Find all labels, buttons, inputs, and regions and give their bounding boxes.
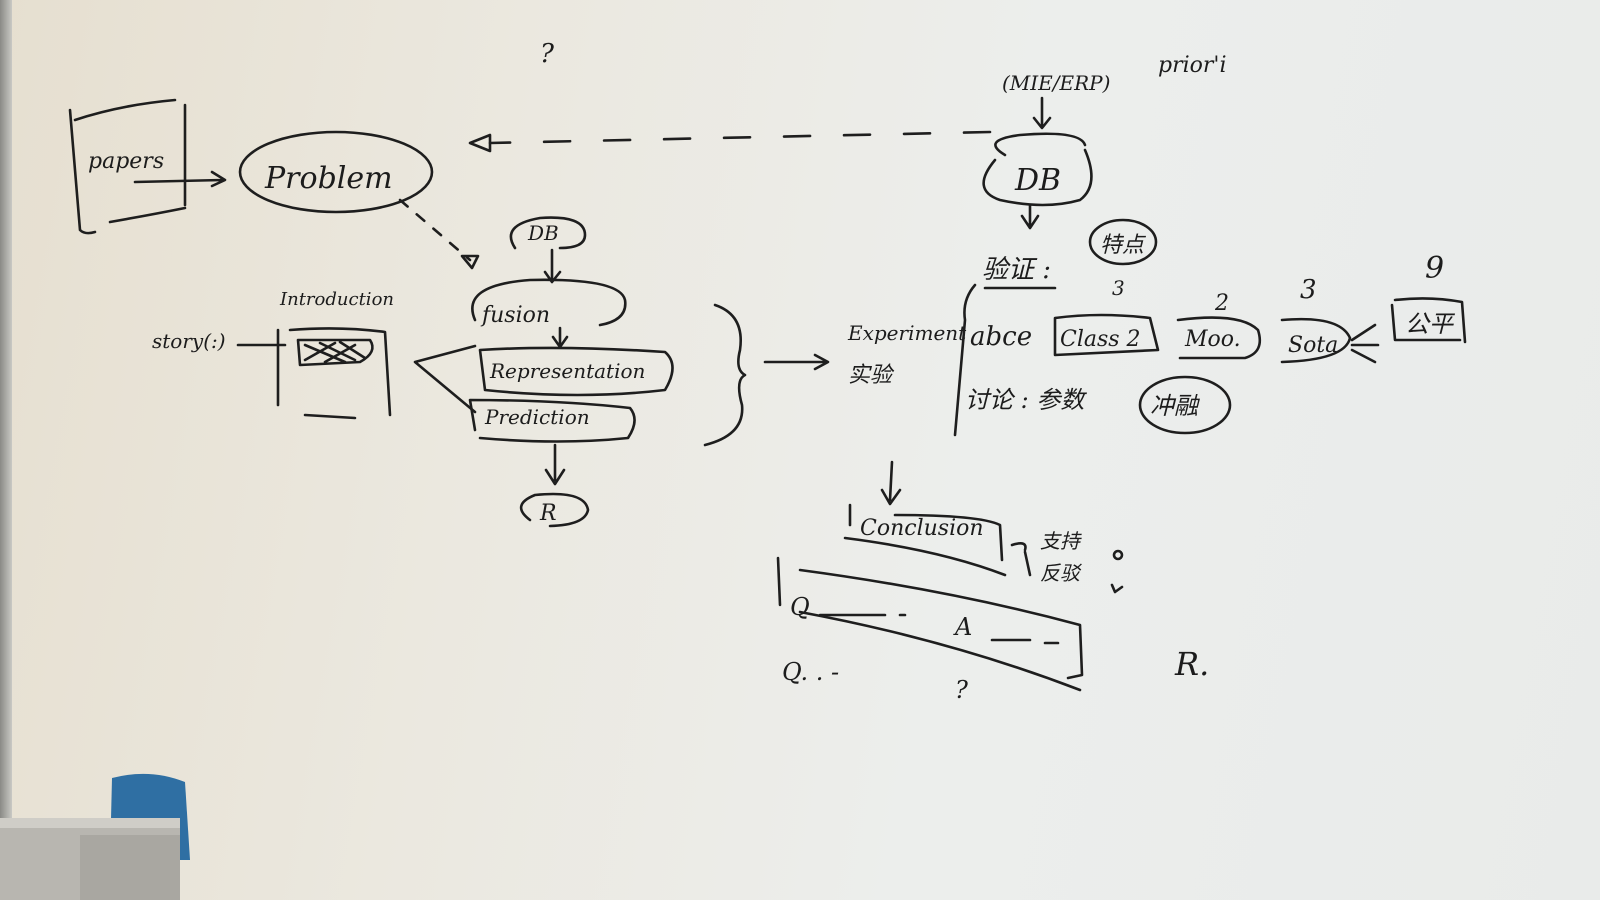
- count-moo: 2: [1214, 291, 1229, 316]
- support-mark: [1112, 549, 1124, 561]
- problem-node: Problem: [238, 130, 434, 214]
- question-mark-top: ?: [540, 39, 555, 69]
- feature-circle: [1088, 218, 1158, 266]
- r-right-label: R.: [1174, 645, 1209, 683]
- moo-label: Moo.: [1184, 327, 1241, 352]
- db-down-arrow: [1020, 203, 1040, 230]
- representation-label: Representation: [489, 359, 645, 383]
- conflict-label: 冲融: [1150, 392, 1200, 420]
- arrowhead-icon: [460, 254, 480, 270]
- qa-block: Q A Q. . - ?: [776, 556, 1084, 704]
- pipeline-left: DB fusion Representation Prediction R: [468, 216, 674, 528]
- class2-box: Class 2: [1053, 313, 1160, 357]
- experiment-bracket: [953, 283, 977, 437]
- db-right-label: DB: [1014, 163, 1061, 198]
- count-fair: 9: [1425, 251, 1444, 286]
- sota-box: Sota: [1280, 317, 1380, 364]
- source-label: (MIE/ERP): [1002, 71, 1110, 95]
- fusion-label: fusion: [480, 303, 550, 328]
- problem-dashed-arrow: [398, 198, 472, 262]
- feedback-dashed-line: [488, 130, 992, 145]
- count-sota: 3: [1300, 275, 1317, 305]
- conclusion-label: Conclusion: [860, 516, 984, 541]
- sota-label: Sota: [1288, 333, 1338, 358]
- refute-check: [1110, 583, 1124, 594]
- problem-label: Problem: [264, 161, 393, 196]
- count-class: 3: [1112, 276, 1125, 300]
- to-conclusion-arrow: [880, 460, 902, 506]
- to-experiment-arrow: [763, 353, 830, 371]
- fair-box: 公平: [1390, 297, 1467, 344]
- experiment-cn-label: 实验: [848, 363, 895, 388]
- conclusion-brace: [1010, 542, 1032, 577]
- papers-box: papers: [68, 98, 227, 235]
- conflict-circle: [1138, 375, 1232, 435]
- story-label: story(:): [152, 329, 226, 353]
- refute-label: 反驳: [1040, 561, 1082, 585]
- source-arrow: [1032, 96, 1052, 130]
- eraser-holder: [0, 773, 190, 900]
- grouping-brace: [703, 303, 747, 447]
- validation-label: 验证 :: [982, 255, 1051, 285]
- arrowhead-icon: [468, 133, 492, 153]
- ablation-label: abce: [970, 322, 1032, 352]
- support-label: 支持: [1040, 529, 1082, 553]
- whiteboard-frame: [0, 0, 12, 900]
- db-right-node: DB: [982, 132, 1093, 207]
- result-left-label: R: [539, 501, 557, 526]
- papers-label: papers: [88, 149, 164, 174]
- prior-label: prior'i: [1158, 53, 1226, 78]
- a1-label: A: [953, 613, 972, 641]
- q2-label: Q. . -: [782, 658, 839, 686]
- experiment-label: Experiment: [847, 321, 967, 345]
- q1-label: Q: [790, 593, 810, 621]
- introduction-link-arrow: [413, 344, 477, 414]
- question-mark-bottom: ?: [955, 676, 968, 704]
- fair-label: 公平: [1405, 310, 1456, 338]
- prediction-label: Prediction: [484, 405, 590, 429]
- conclusion-box: Conclusion: [843, 503, 1007, 577]
- discussion-label: 讨论 : 参数: [965, 386, 1087, 414]
- class2-label: Class 2: [1060, 327, 1141, 352]
- feature-label: 特点: [1100, 233, 1147, 258]
- introduction-box: Introduction story(:): [152, 289, 394, 420]
- db-left-label: DB: [527, 221, 559, 245]
- moo-box: Moo.: [1176, 316, 1262, 360]
- introduction-label: Introduction: [279, 289, 394, 310]
